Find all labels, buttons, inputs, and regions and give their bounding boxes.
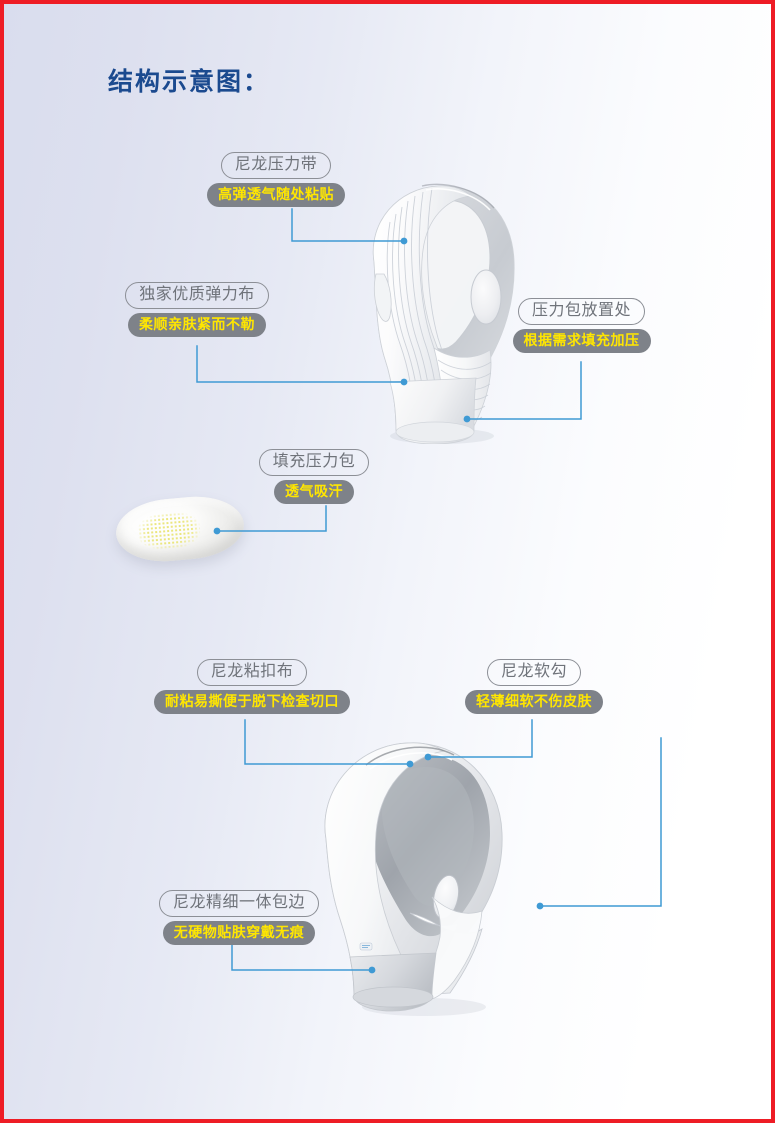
pressure-pad	[113, 492, 247, 566]
callout-subtitle-nylon-fine-one-piece-binding: 无硬物贴肤穿戴无痕	[162, 921, 316, 946]
callout-title-nylon-soft-hook: 尼龙软勾	[486, 659, 581, 687]
callout-title-filling-pressure-pack: 填充压力包	[258, 449, 370, 477]
callout-exclusive-elastic-fabric: 独家优质弹力布 柔顺亲肤紧而不勒	[117, 282, 277, 338]
callout-subtitle-pressure-pack-placement: 根据需求填充加压	[512, 329, 651, 354]
callout-nylon-soft-hook: 尼龙软勾 轻薄细软不伤皮肤	[459, 659, 609, 715]
callout-subtitle-exclusive-elastic-fabric: 柔顺亲肤紧而不勒	[128, 313, 266, 338]
callout-subtitle-nylon-soft-hook: 轻薄细软不伤皮肤	[465, 690, 603, 715]
callout-title-exclusive-elastic-fabric: 独家优质弹力布	[125, 282, 269, 310]
callout-filling-pressure-pack: 填充压力包 透气吸汗	[254, 449, 374, 505]
callout-subtitle-nylon-hook-loop-fabric: 耐粘易撕便于脱下检查切口	[154, 690, 350, 715]
callout-nylon-pressure-strap: 尼龙压力带 高弹透气随处粘贴	[201, 152, 351, 208]
callout-nylon-fine-one-piece-binding: 尼龙精细一体包边 无硬物贴肤穿戴无痕	[149, 890, 329, 946]
callout-title-pressure-pack-placement: 压力包放置处	[517, 298, 645, 326]
callout-title-nylon-fine-one-piece-binding: 尼龙精细一体包边	[158, 890, 319, 918]
mask-back-view	[324, 742, 503, 1016]
callout-nylon-hook-loop-fabric: 尼龙粘扣布 耐粘易撕便于脱下检查切口	[152, 659, 352, 715]
callout-title-nylon-hook-loop-fabric: 尼龙粘扣布	[196, 659, 308, 687]
callout-pressure-pack-placement: 压力包放置处 根据需求填充加压	[504, 298, 659, 354]
page-title: 结构示意图：	[108, 68, 271, 96]
pad-mesh-pattern	[136, 510, 202, 552]
callout-title-nylon-pressure-strap: 尼龙压力带	[220, 152, 332, 180]
callout-subtitle-nylon-pressure-strap: 高弹透气随处粘贴	[207, 183, 345, 208]
callout-subtitle-filling-pressure-pack: 透气吸汗	[274, 480, 354, 505]
